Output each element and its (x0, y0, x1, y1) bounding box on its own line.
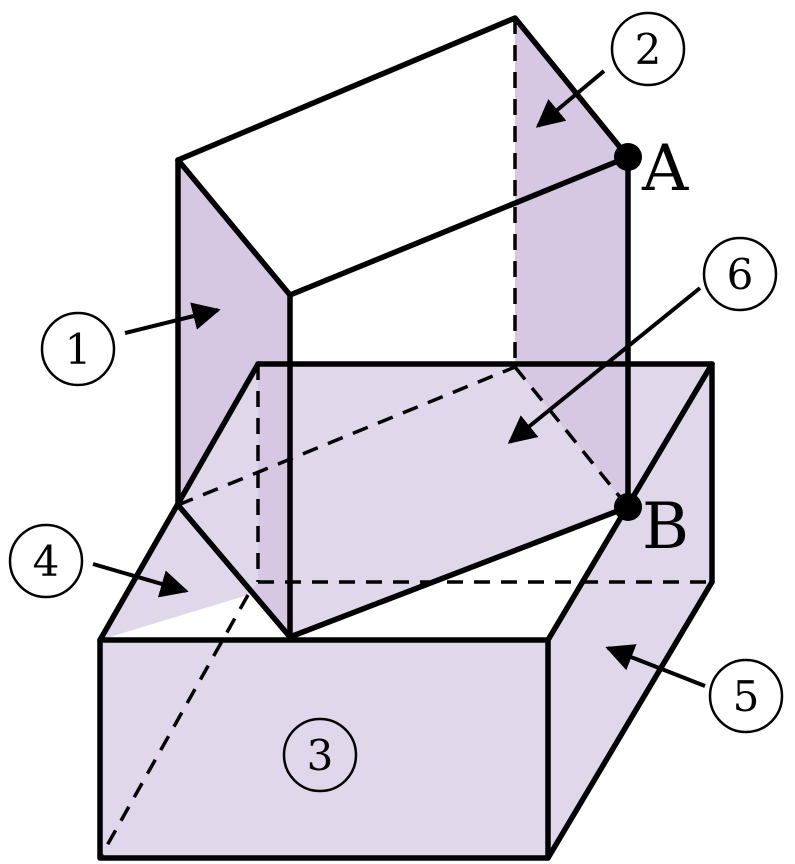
face-4 (100, 364, 258, 640)
face-3-label: 3 (282, 717, 358, 793)
face-3 (100, 640, 548, 858)
arrow-face-2 (535, 69, 606, 128)
face-5-label: 5 (708, 658, 784, 734)
svg-text:4: 4 (33, 537, 60, 586)
face-number-labels: 1 2 3 4 5 6 (8, 11, 784, 793)
point-b-label: B (642, 490, 689, 564)
hidden-edge-lower-left-diagonal (98, 594, 250, 859)
point-a (614, 143, 642, 171)
arrow-face-5 (605, 644, 706, 688)
edge-left-diagonal-down (175, 502, 293, 640)
edge-bottom-to-b (287, 504, 631, 640)
point-b (614, 493, 642, 521)
arrow-face-4 (92, 562, 189, 598)
face-2-label: 2 (610, 11, 686, 87)
svg-text:6: 6 (727, 250, 754, 299)
face-5 (548, 364, 712, 858)
hidden-edge-upper-bottom-back (177, 365, 516, 507)
edge-front-face (97, 637, 551, 861)
arrow-face-6 (507, 286, 702, 444)
edge-upper-top (175, 15, 631, 163)
point-a-label: A (641, 132, 689, 206)
svg-text:1: 1 (65, 325, 92, 374)
edge-lower-right-bottom-slant (545, 579, 715, 861)
face-2 (515, 18, 628, 507)
edge-upper-front-to-a (287, 154, 631, 298)
svg-text:2: 2 (635, 25, 662, 74)
faces (100, 18, 712, 858)
visible-edges (97, 15, 715, 861)
edge-upper-left-front (175, 157, 293, 298)
face-1-label: 1 (40, 311, 116, 387)
face-4-label: 4 (8, 523, 84, 599)
svg-text:5: 5 (733, 672, 760, 721)
face-6-label: 6 (702, 236, 778, 312)
leader-arrows (92, 69, 706, 688)
hidden-edges (98, 18, 712, 859)
edge-lower-left-slant (97, 361, 261, 643)
svg-text:3: 3 (307, 731, 334, 780)
hidden-edge-diagonal-to-b (513, 365, 630, 509)
arrow-face-1 (124, 302, 221, 335)
